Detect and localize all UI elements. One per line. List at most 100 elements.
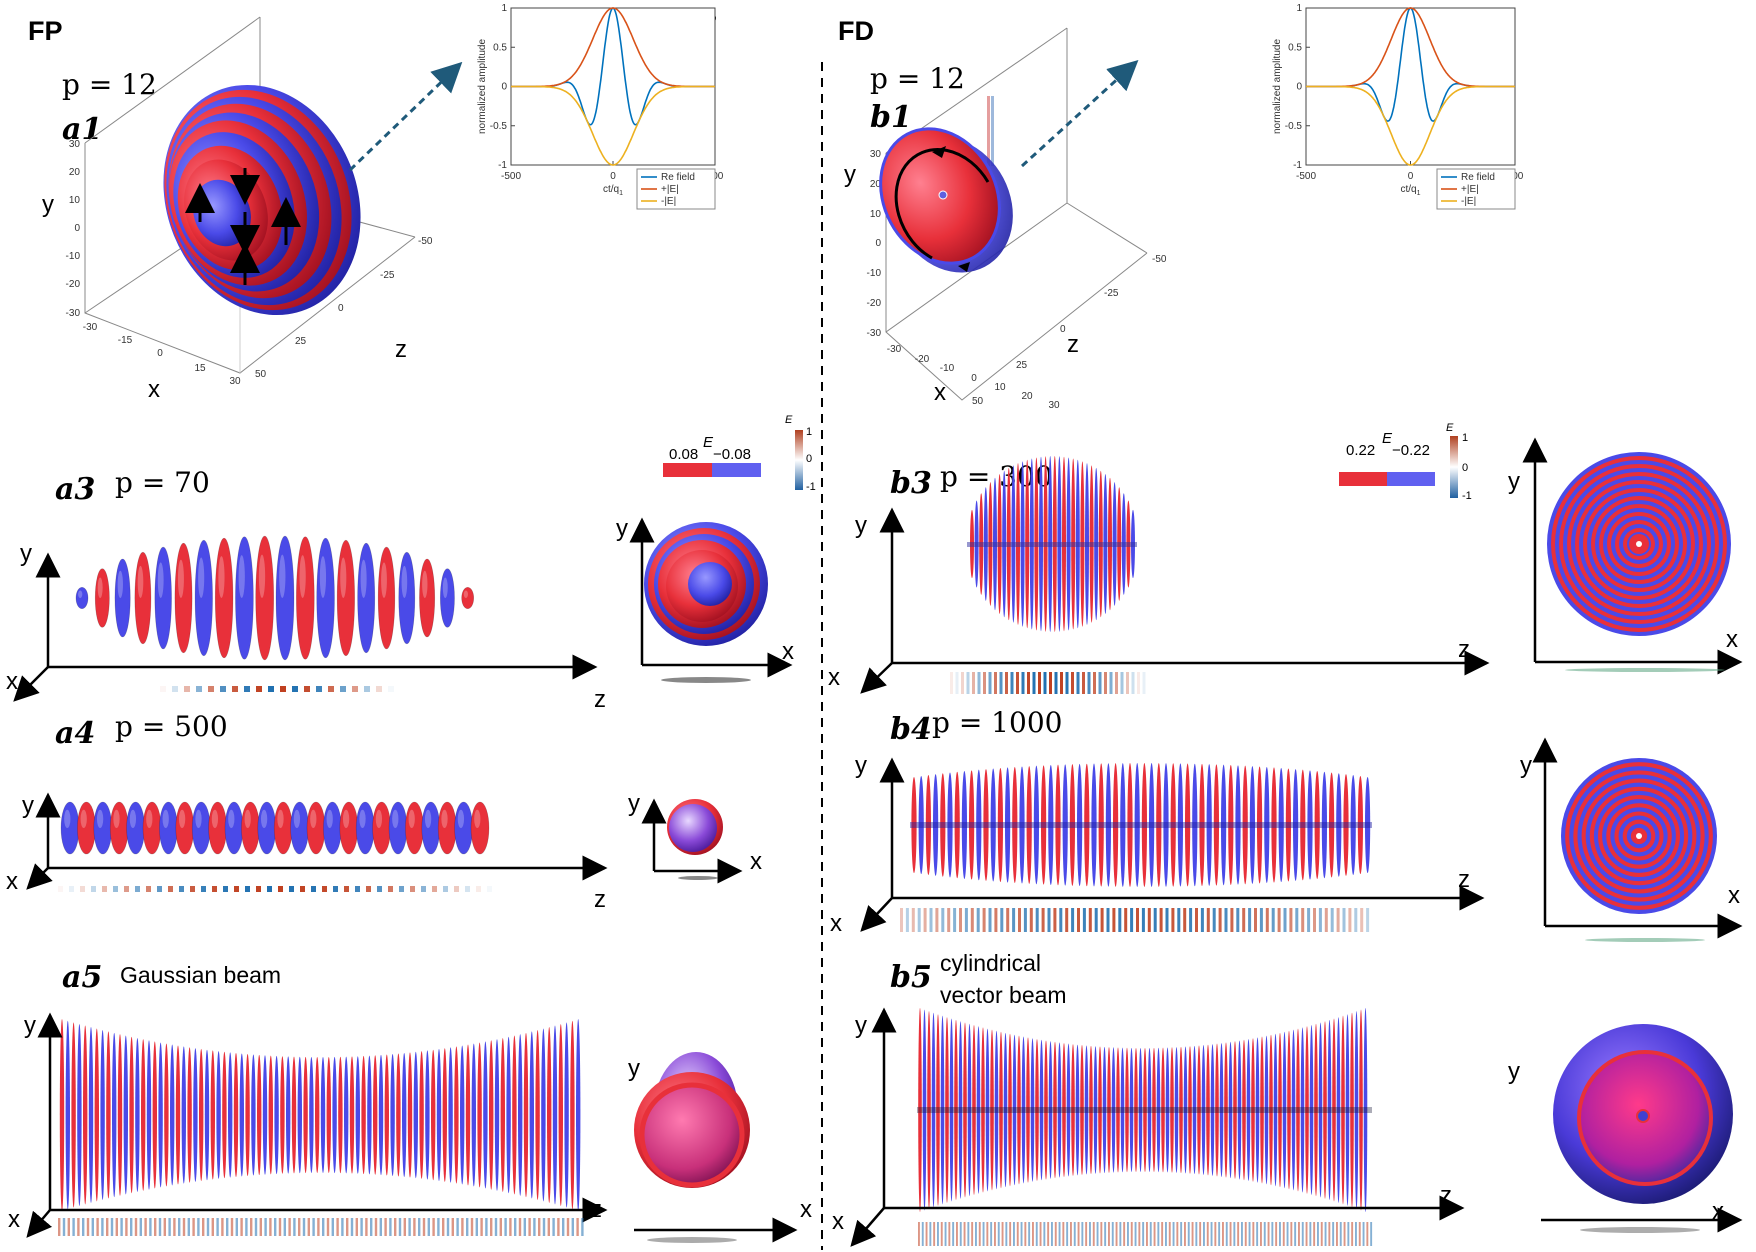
beam-disk [355,1056,360,1174]
wave-lobe [357,542,376,654]
wave-lobe [336,539,355,657]
y-tick-label: -1 [498,160,507,171]
projection-bar [1294,1222,1297,1246]
projection-bar [1054,672,1058,694]
projection-bar [302,1218,306,1236]
b1-ztick: 0 [1060,324,1066,335]
beam-disk [431,1049,436,1181]
beam-disk [315,1056,320,1174]
projection-bar [1283,908,1287,932]
projection-bar [1271,908,1275,932]
projection-bar [350,1218,354,1236]
lobe-highlight [441,809,448,828]
beam-disk [286,1056,291,1174]
projection-bar [1032,1222,1034,1246]
projection-bar [959,1222,962,1246]
lobe-highlight [64,809,71,828]
beam-disk [954,1019,958,1201]
b4-y-label: y [855,752,867,779]
y-tick-label: 0 [1296,82,1302,93]
wave-lobe [1365,776,1371,874]
projection-bar [364,686,370,692]
lobe-highlight [360,559,367,598]
beam-disk [193,1048,198,1182]
wave-lobe [1185,763,1191,887]
projection-bar [1254,908,1257,932]
projection-bar [933,1222,936,1246]
projection-bar [941,908,945,932]
beam-disk [257,1054,262,1176]
a3-cb-mid: 0 [806,453,813,465]
a1-xtick: 30 [229,376,241,387]
projection-bar [557,1218,560,1236]
beam-disk [1156,1047,1161,1173]
projection-bar [1073,1222,1076,1246]
projection-bar [1065,908,1069,932]
projection-bar [245,1218,248,1236]
projection-bar [346,1218,349,1236]
b5-end-x-label: x [1712,1198,1724,1225]
beam-disk [1035,1038,1039,1182]
projection-bar [149,1218,152,1236]
wave-lobe [1271,767,1277,883]
projection-bar [1290,1222,1293,1246]
projection-bar [110,1218,114,1236]
beam-disk [71,1022,76,1208]
projection-bar [1153,908,1157,932]
projection-bar [1222,1222,1224,1246]
axis-core [910,822,1372,828]
projection-bar [956,1222,958,1246]
projection-bar [206,1218,210,1236]
lobe-highlight [78,590,83,598]
projection-bar [197,1218,200,1236]
projection-bar [1077,908,1080,932]
b1-projection [987,96,994,166]
a5-plot [26,1012,608,1238]
beam-disk [1336,1017,1341,1203]
b3-p-value: p = 300 [940,460,1053,493]
beam-disk [1300,1027,1305,1193]
a1-xtick: 15 [194,363,206,374]
projection-bar [1016,672,1019,694]
projection-bar [221,1218,224,1236]
a1-wave-packet [163,84,361,316]
projection-bar [384,1218,387,1236]
b5-end-y-label: y [1508,1058,1520,1085]
b1-z-label: z [1067,331,1079,358]
wave-lobe [296,536,315,660]
beam-disk [1116,1047,1120,1173]
b3-x-label: x [828,664,840,691]
projection-bar [1229,1222,1232,1246]
projection-bar [997,1222,1000,1246]
projection-bar [509,1218,512,1236]
projection-bar [1127,1222,1129,1246]
lobe-highlight [392,809,399,828]
projection-bar [1172,1222,1175,1246]
lobe-highlight [474,809,481,828]
b1-rotation-arc [894,148,990,260]
b3-cb-top: 1 [1462,432,1469,444]
projection-bar [504,1218,507,1236]
beam-disk [112,1032,117,1198]
projection-bar [1005,672,1008,694]
a3-panel-label: a3 [55,472,96,507]
projection-bar [1035,1222,1038,1246]
beam-disk [922,1009,927,1211]
beam-disk [1201,1045,1206,1175]
projection-bar [1355,1222,1357,1246]
b1-ytick: -20 [867,298,882,309]
b5-note-line2: vector beam [940,982,1067,1008]
projection-bar [1088,908,1092,932]
b1-disk [879,127,1013,273]
b3-end-x-label: x [1726,626,1738,653]
wave-lobe [388,801,408,855]
projection-bar [432,1218,435,1236]
projection-bar [62,1218,66,1236]
wave-lobe [306,801,326,855]
projection-bar [1027,672,1030,694]
wave-lobe [1206,764,1212,886]
beam-disk [547,1027,552,1203]
projection-bar [917,908,921,932]
wave-lobe [1141,763,1147,887]
projection-bar [1082,908,1086,932]
